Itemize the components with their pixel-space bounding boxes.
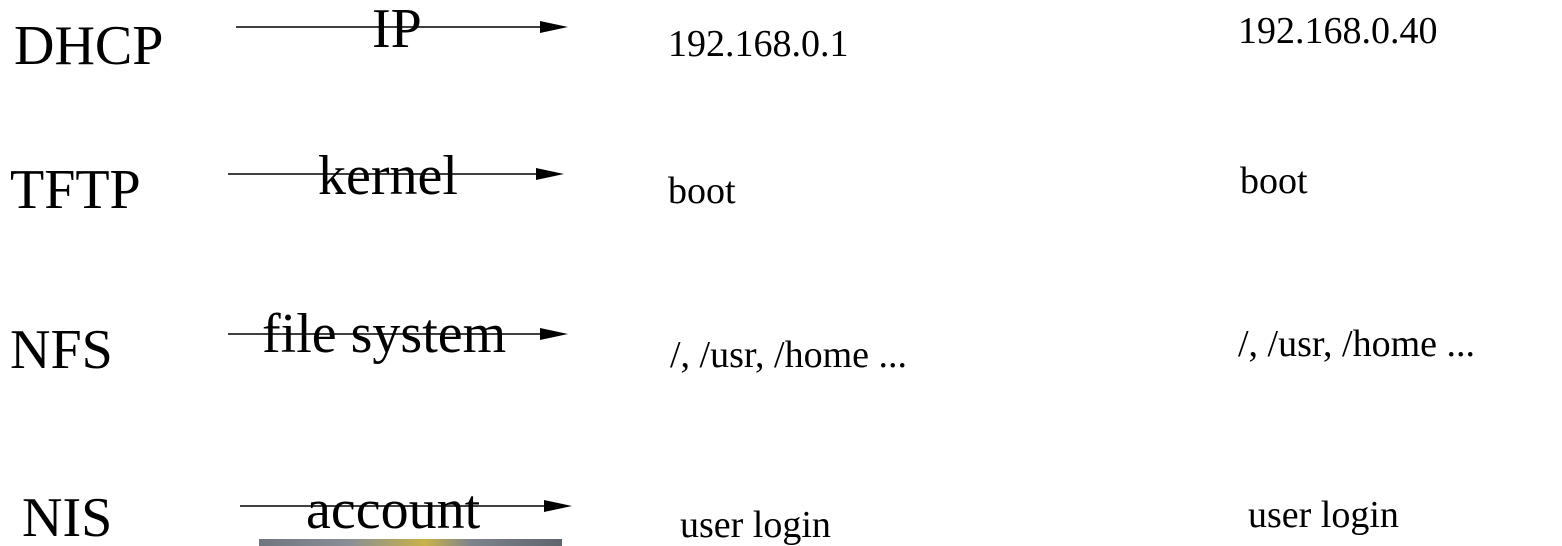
- photo-fragment: [259, 539, 562, 546]
- client-value-tftp: boot: [1240, 160, 1308, 202]
- client-value-nis: user login: [1248, 494, 1399, 536]
- protocol-label-tftp: TFTP: [10, 159, 141, 221]
- payload-label-account: account: [306, 479, 481, 541]
- protocol-label-dhcp: DHCP: [14, 15, 164, 77]
- payload-label-file-system: file system: [262, 303, 507, 365]
- payload-label-kernel: kernel: [318, 145, 458, 207]
- server-value-nis: user login: [680, 504, 831, 546]
- server-value-tftp: boot: [668, 170, 736, 212]
- client-value-dhcp: 192.168.0.40: [1238, 10, 1438, 52]
- payload-label-ip: IP: [372, 0, 422, 60]
- client-value-nfs: /, /usr, /home ...: [1238, 323, 1476, 365]
- protocol-label-nis: NIS: [22, 487, 113, 546]
- protocol-label-nfs: NFS: [10, 319, 113, 381]
- server-value-dhcp: 192.168.0.1: [668, 23, 849, 65]
- server-value-nfs: /, /usr, /home ...: [670, 334, 908, 376]
